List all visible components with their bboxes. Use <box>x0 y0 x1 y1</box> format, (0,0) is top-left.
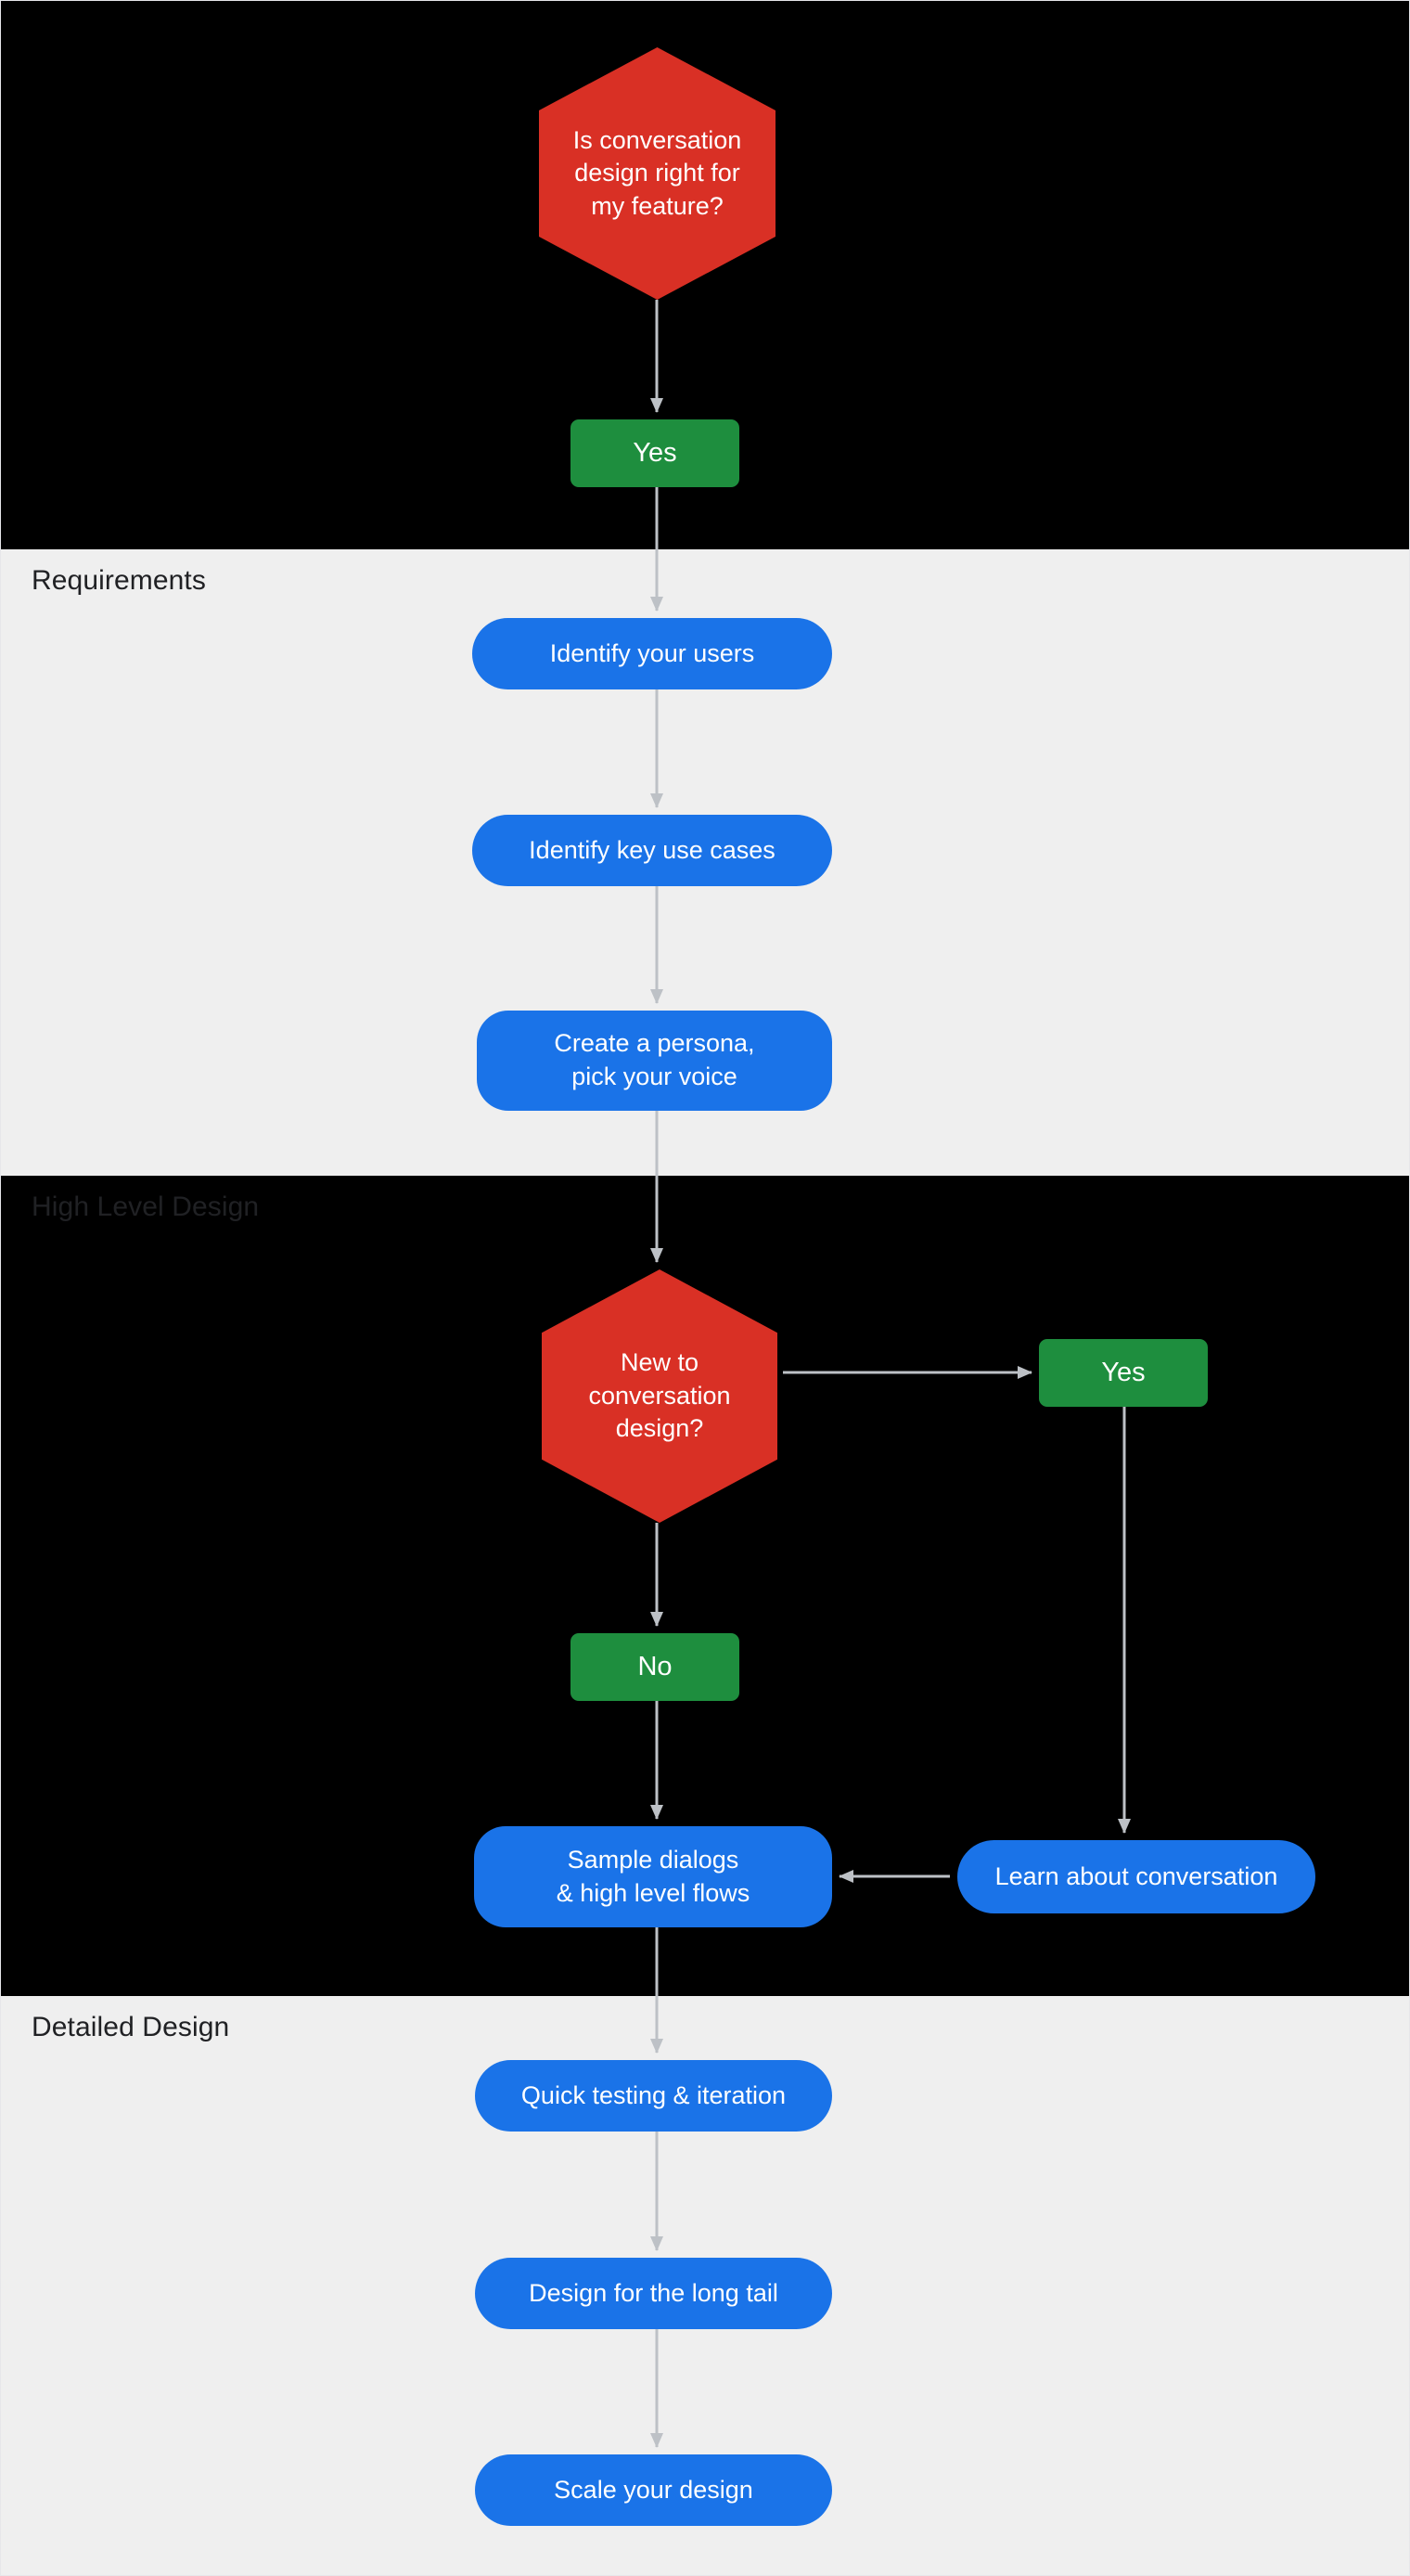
node-s-scale-design[interactable]: Scale your design <box>475 2454 832 2526</box>
node-s-learn-conversation[interactable]: Learn about conversation <box>957 1840 1315 1913</box>
node-a-no-branch[interactable]: No <box>570 1633 739 1701</box>
node-s-identify-use-cases[interactable]: Identify key use cases <box>472 815 832 886</box>
node-s-identify-users[interactable]: Identify your users <box>472 618 832 689</box>
node-s-quick-testing[interactable]: Quick testing & iteration <box>475 2060 832 2132</box>
node-s-sample-dialogs[interactable]: Sample dialogs & high level flows <box>474 1826 832 1927</box>
section-label-requirements: Requirements <box>32 565 206 596</box>
node-a-yes-top[interactable]: Yes <box>570 419 739 487</box>
section-label-detailed-design: Detailed Design <box>32 2012 230 2042</box>
node-a-yes-branch[interactable]: Yes <box>1039 1339 1208 1407</box>
node-s-long-tail[interactable]: Design for the long tail <box>475 2258 832 2329</box>
section-label-high-level-design: High Level Design <box>32 1191 260 1222</box>
node-q-right-for-feature[interactable]: Is conversation design right for my feat… <box>539 47 776 300</box>
node-s-create-persona[interactable]: Create a persona, pick your voice <box>477 1011 832 1111</box>
